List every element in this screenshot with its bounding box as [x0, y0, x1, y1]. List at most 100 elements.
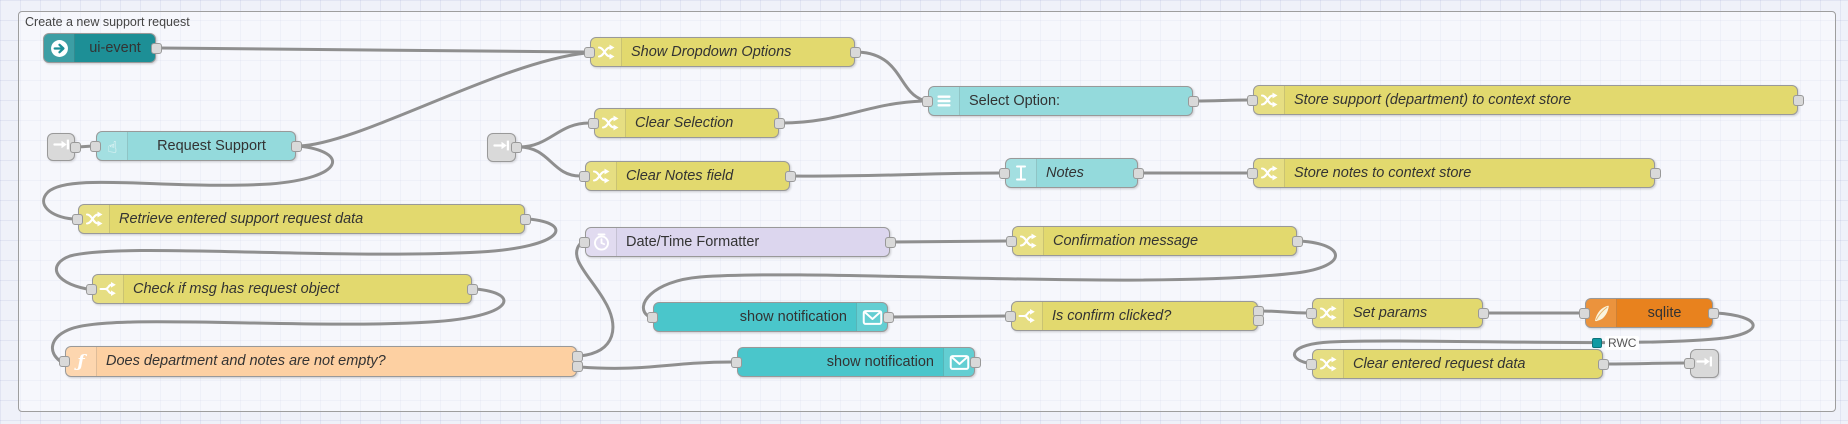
input-port[interactable] [1247, 94, 1258, 106]
output-port[interactable] [467, 283, 478, 295]
node-label: Retrieve entered support request data [119, 211, 364, 227]
input-port[interactable] [588, 117, 599, 129]
output-port[interactable] [291, 140, 302, 152]
wire-link-in-2-to-clear-notes-field[interactable] [517, 145, 582, 178]
node-clear-selection[interactable]: Clear Selection [588, 108, 785, 138]
input-port[interactable] [579, 170, 590, 182]
wire-select-option-to-store-support-to-context[interactable] [1194, 98, 1250, 103]
output-port[interactable] [1188, 95, 1199, 107]
input-port[interactable] [1006, 235, 1017, 247]
wire-clear-entered-request-data-to-link-out-1[interactable] [1604, 361, 1687, 366]
node-label: Set params [1353, 305, 1428, 321]
node-label: Does department and notes are not empty? [106, 353, 386, 369]
input-port[interactable] [999, 167, 1010, 179]
wire-datetime-formatter-to-confirmation-message[interactable] [891, 239, 1009, 244]
node-set-params[interactable]: Set params [1306, 298, 1489, 328]
output-port[interactable] [850, 46, 861, 58]
output-port[interactable] [885, 236, 896, 248]
node-label: Clear entered request data [1353, 356, 1526, 372]
node-clear-notes-field[interactable]: Clear Notes field [579, 161, 796, 191]
output-port[interactable] [1478, 307, 1489, 319]
output-port[interactable] [70, 141, 81, 153]
wire-link-in-2-to-clear-selection[interactable] [517, 121, 591, 149]
input-port[interactable] [1247, 167, 1258, 179]
input-port[interactable] [1306, 307, 1317, 319]
group-label: Create a new support request [25, 15, 190, 29]
status-dot-icon [1592, 338, 1602, 348]
shuffle-icon [1013, 227, 1044, 255]
wire-clear-notes-field-to-notes[interactable] [791, 171, 1002, 178]
node-store-support-to-context[interactable]: Store support (department) to context st… [1247, 85, 1804, 115]
node-label: sqlite [1647, 305, 1682, 321]
input-port[interactable] [731, 356, 742, 368]
wire-show-notification-1-to-is-confirm-clicked[interactable] [889, 314, 1008, 319]
envelope-icon [943, 348, 974, 376]
wire-request-support-to-show-dropdown-options[interactable] [297, 51, 588, 148]
node-check-msg-request-object[interactable]: Check if msg has request object [86, 274, 478, 304]
wire-ui-event-to-show-dropdown-options[interactable] [158, 46, 587, 54]
output-port[interactable] [1650, 167, 1661, 179]
wire-retrieve-request-data-to-check-msg-request-object[interactable] [55, 217, 558, 291]
input-port[interactable] [86, 283, 97, 295]
output-port[interactable] [520, 213, 531, 225]
menu-icon [929, 87, 960, 115]
shuffle-icon [595, 109, 626, 137]
input-port[interactable] [90, 140, 101, 152]
input-port[interactable] [579, 236, 590, 248]
input-port[interactable] [922, 95, 933, 107]
output-port[interactable] [1598, 358, 1609, 370]
output-port[interactable] [883, 311, 894, 323]
node-show-notification-2[interactable]: show notification [731, 347, 981, 377]
node-datetime-formatter[interactable]: Date/Time Formatter [579, 227, 896, 257]
node-link-in-2[interactable] [487, 133, 522, 162]
shuffle-icon [79, 205, 110, 233]
input-port[interactable] [59, 356, 70, 367]
wire-check-msg-request-object-to-does-fields-not-empty[interactable] [51, 287, 506, 363]
node-request-support[interactable]: ☝Request Support [90, 131, 302, 161]
node-link-in-1[interactable] [47, 133, 81, 161]
node-ui-event[interactable]: ui-event [43, 33, 162, 63]
output-port[interactable] [1253, 315, 1264, 327]
output-port[interactable] [1793, 94, 1804, 106]
output-port[interactable] [970, 356, 981, 368]
node-clear-entered-request-data[interactable]: Clear entered request data [1306, 349, 1609, 379]
input-port[interactable] [1579, 307, 1590, 319]
node-show-notification-1[interactable]: show notification [647, 302, 894, 332]
node-notes[interactable]: Notes [999, 158, 1144, 188]
output-port[interactable] [785, 170, 796, 182]
output-port[interactable] [1292, 235, 1303, 247]
output-port[interactable] [511, 142, 522, 153]
wire-does-fields-not-empty-to-show-notification-2[interactable] [578, 360, 734, 370]
node-store-notes-to-context[interactable]: Store notes to context store [1247, 158, 1661, 188]
input-port[interactable] [647, 311, 658, 323]
node-sqlite[interactable]: sqlite [1579, 298, 1719, 328]
wire-confirmation-message-to-show-notification-1[interactable] [641, 239, 1337, 318]
input-port[interactable] [1306, 358, 1317, 370]
wire-is-confirm-clicked-to-set-params[interactable] [1259, 309, 1309, 315]
wire-clear-selection-to-select-option[interactable] [780, 99, 925, 125]
output-port[interactable] [1133, 167, 1144, 179]
output-port[interactable] [774, 117, 785, 129]
wire-show-dropdown-options-to-select-option[interactable] [856, 50, 925, 102]
wire-sqlite-to-clear-entered-request-data[interactable] [1293, 311, 1755, 365]
output-port[interactable] [1708, 307, 1719, 319]
wire-does-fields-not-empty-to-datetime-formatter[interactable] [575, 242, 615, 358]
input-port[interactable] [584, 46, 595, 58]
node-show-dropdown-options[interactable]: Show Dropdown Options [584, 37, 861, 67]
node-confirmation-message[interactable]: Confirmation message [1006, 226, 1303, 256]
node-label: Select Option: [969, 93, 1061, 109]
node-link-out-1[interactable] [1684, 349, 1719, 378]
input-port[interactable] [72, 213, 83, 225]
wire-request-support-to-retrieve-request-data[interactable] [42, 144, 334, 221]
node-retrieve-request-data[interactable]: Retrieve entered support request data [72, 204, 531, 234]
output-port[interactable] [151, 42, 162, 54]
output-port[interactable] [572, 360, 583, 372]
node-is-confirm-clicked[interactable]: Is confirm clicked? [1005, 301, 1264, 331]
node-label: Confirmation message [1053, 233, 1199, 249]
input-port[interactable] [1005, 310, 1016, 322]
input-port[interactable] [1684, 358, 1695, 369]
node-select-option[interactable]: Select Option: [922, 86, 1199, 116]
